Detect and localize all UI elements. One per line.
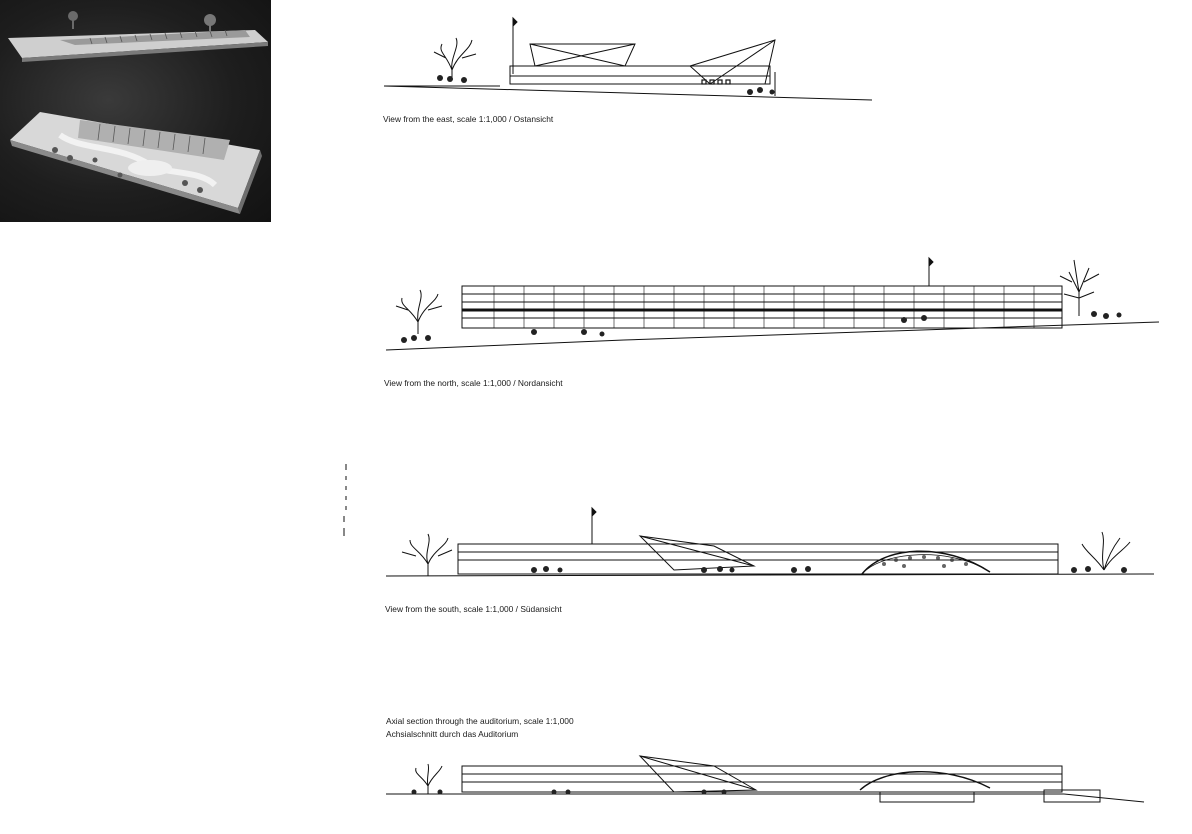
caption-section-line2: Achsialschnitt durch das Auditorium (386, 729, 518, 740)
auditorium-section-drawing (384, 750, 1164, 808)
caption-south: View from the south, scale 1:1,000 / Süd… (385, 604, 562, 615)
north-elevation-drawing (384, 252, 1164, 352)
caption-section-line1: Axial section through the auditorium, sc… (386, 716, 574, 727)
east-elevation-drawing (380, 14, 880, 104)
caption-north: View from the north, scale 1:1,000 / Nor… (384, 378, 563, 389)
model-photo-drawing (0, 0, 271, 222)
caption-east: View from the east, scale 1:1,000 / Osta… (383, 114, 553, 125)
model-photo (0, 0, 271, 222)
south-elevation-drawing (384, 506, 1164, 582)
scale-bar (338, 462, 352, 542)
